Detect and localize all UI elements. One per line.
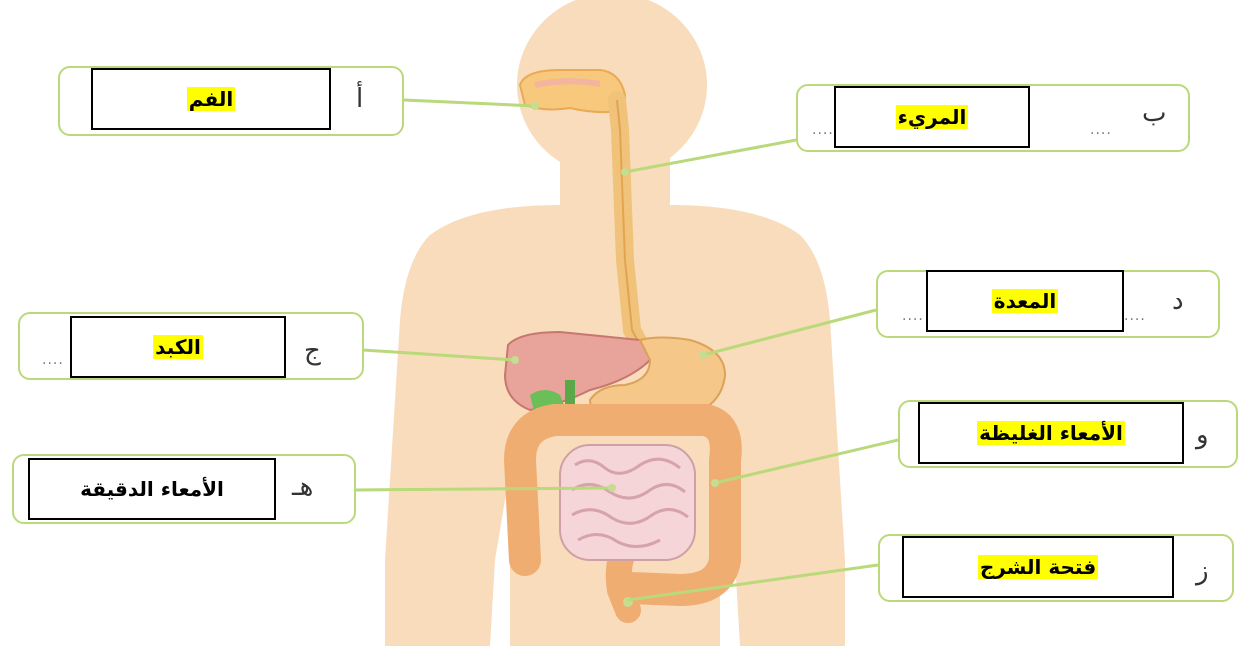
- label-dots-stomach: ....: [1124, 308, 1146, 324]
- label-letter-small-intestine: هـ: [292, 472, 313, 502]
- label-letter-anus: ز: [1196, 556, 1209, 586]
- answer-box-esophagus[interactable]: المريء: [834, 86, 1030, 148]
- answer-box-liver[interactable]: الكبد: [70, 316, 286, 378]
- label-letter-liver: ج: [304, 336, 321, 366]
- answer-box-anus[interactable]: فتحة الشرج: [902, 536, 1174, 598]
- answer-box-small-intestine[interactable]: الأمعاء الدقيقة: [28, 458, 276, 520]
- label-letter-esophagus: ب: [1142, 98, 1166, 128]
- answer-text-esophagus: المريء: [896, 105, 969, 129]
- label-dots-liver: ....: [42, 352, 64, 368]
- label-dots-stomach-left: ....: [902, 308, 924, 324]
- answer-box-stomach[interactable]: المعدة: [926, 270, 1124, 332]
- label-dots-esophagus: ....: [1090, 122, 1112, 138]
- answer-text-small-intestine: الأمعاء الدقيقة: [78, 477, 226, 501]
- answer-text-liver: الكبد: [153, 335, 203, 359]
- label-letter-stomach: د: [1172, 286, 1184, 316]
- small-intestine-organ: [560, 445, 695, 560]
- answer-box-mouth[interactable]: الفم: [91, 68, 331, 130]
- answer-text-large-intestine: الأمعاء الغليظة: [977, 421, 1125, 445]
- answer-text-mouth: الفم: [187, 87, 235, 111]
- answer-text-anus: فتحة الشرج: [978, 555, 1098, 579]
- label-dots-esophagus-left: ....: [812, 122, 834, 138]
- label-letter-large-intestine: و: [1196, 420, 1209, 450]
- answer-text-stomach: المعدة: [992, 289, 1058, 313]
- answer-box-large-intestine[interactable]: الأمعاء الغليظة: [918, 402, 1184, 464]
- label-letter-mouth: أ: [356, 84, 363, 114]
